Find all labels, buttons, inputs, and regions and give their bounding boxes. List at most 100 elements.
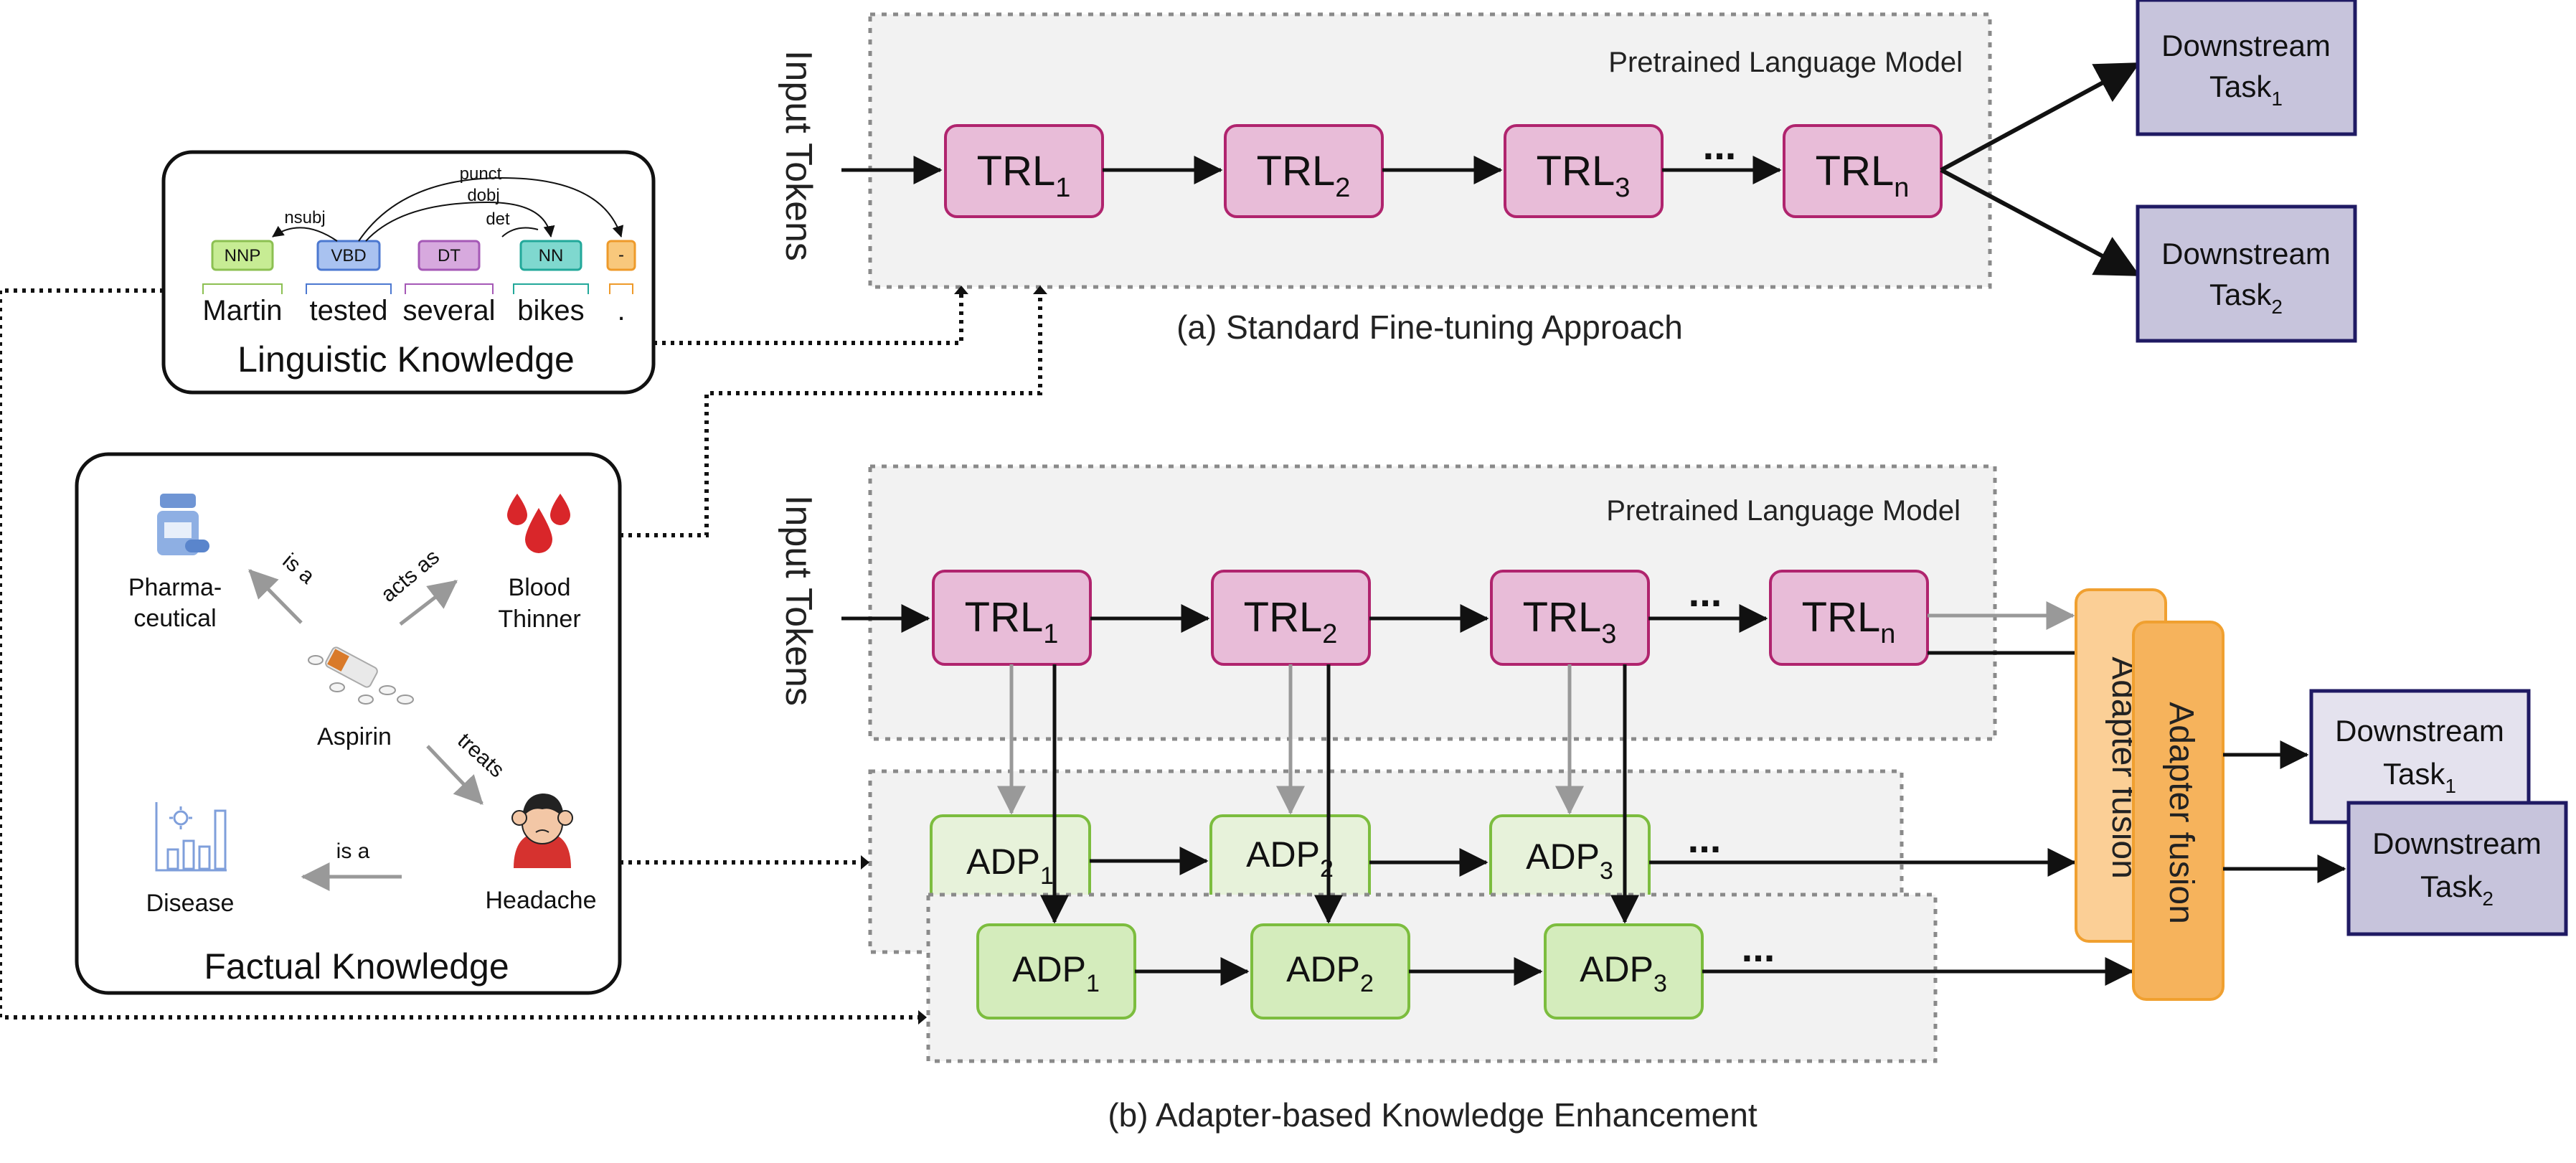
connector-arrowhead-1 [954, 286, 968, 294]
bracket-martin [202, 283, 283, 294]
svg-text:TRL2: TRL2 [1244, 594, 1338, 649]
svg-text:ADP2: ADP2 [1286, 949, 1374, 997]
arrow-acts-as [399, 580, 458, 626]
input-tokens-a-label: Input Tokens [778, 50, 819, 261]
task-a-2-line2: Task [2209, 278, 2272, 311]
task-a-1-sub: 1 [2271, 88, 2283, 110]
headache-person-icon [511, 794, 573, 868]
adp-back-2-label: ADP [1246, 834, 1320, 875]
svg-text:TRL1: TRL1 [965, 594, 1059, 649]
ellipsis-adp-front: ... [1742, 925, 1775, 970]
tag-vbd-label: VBD [331, 246, 366, 265]
adapter-fusion-front [2132, 621, 2224, 1001]
task-b-1-line2: Task [2383, 757, 2445, 791]
arc-punct-label: punct [460, 164, 502, 184]
trl-b-2-label: TRL [1244, 594, 1323, 641]
task-a-2 [2136, 204, 2357, 343]
svg-text:Task1: Task1 [2209, 70, 2283, 110]
panel-a: Pretrained Language Model Input Tokens T… [778, 0, 2357, 346]
arrow-a-task-1 [1940, 62, 2141, 172]
relation-is-a-2: is a [336, 839, 370, 863]
svg-text:Task2: Task2 [2420, 870, 2494, 910]
task-b-2-sub: 2 [2482, 887, 2494, 910]
tag-punct [606, 240, 636, 271]
word-bikes: bikes [517, 295, 584, 326]
linguistic-box [161, 150, 656, 395]
trl-b-1-label: TRL [965, 594, 1044, 641]
trl-b-n-label: TRL [1802, 594, 1881, 641]
connector-linguistic-plm [654, 294, 963, 345]
arc-det-label: det [486, 209, 510, 229]
entity-headache: Headache [485, 887, 596, 914]
arc-dobj [365, 201, 555, 242]
tag-nnp [211, 240, 274, 271]
factual-box [75, 452, 622, 995]
entity-blood-line2: Thinner [498, 606, 580, 633]
arc-nsubj-label: nsubj [284, 208, 325, 227]
adp-front-2-label: ADP [1286, 949, 1360, 989]
arrow-is-a-pharma [248, 569, 303, 624]
aspirin-pills-icon [308, 646, 414, 705]
tag-dt-label: DT [438, 246, 461, 265]
bracket-bikes [513, 283, 589, 294]
adp-back-2-sub: 2 [1320, 855, 1334, 882]
arrow-treats [426, 745, 483, 805]
adp-back-3-label: ADP [1526, 837, 1600, 877]
caption-a: (a) Standard Fine-tuning Approach [1176, 309, 1683, 346]
blood-drops-icon [507, 494, 570, 553]
adp-front-3-sub: 3 [1653, 970, 1667, 997]
trl-a-2-sub: 2 [1335, 173, 1350, 203]
connector-arrowhead-3 [861, 855, 869, 870]
dotted-connectors [0, 288, 1042, 1020]
svg-text:TRLn: TRLn [1816, 148, 1910, 203]
trl-a-2-label: TRL [1257, 148, 1336, 194]
trl-b-n-sub: n [1880, 619, 1895, 649]
entity-pharma-line1: Pharma- [128, 574, 222, 601]
disease-chart-icon [155, 802, 227, 872]
task-b-2-line2: Task [2420, 870, 2483, 903]
trl-b-1-sub: 1 [1043, 619, 1058, 649]
adp-back-1-sub: 1 [1040, 862, 1054, 890]
connector-arrowhead-2 [1033, 286, 1047, 294]
task-a-2-line1: Downstream [2161, 237, 2331, 270]
tag-punct-label: - [618, 245, 624, 265]
pill-bottle-icon [157, 494, 209, 555]
trl-b-n [1769, 570, 1929, 666]
word-tested: tested [310, 295, 388, 326]
factual-knowledge-panel: is a acts as treats is a Pharma- ceutica… [75, 452, 622, 995]
word-martin: Martin [202, 295, 282, 326]
svg-text:TRL3: TRL3 [1523, 594, 1617, 649]
task-b-2-line1: Downstream [2372, 827, 2542, 860]
arc-det [501, 227, 539, 237]
arc-dobj-label: dobj [467, 186, 499, 205]
entity-aspirin: Aspirin [317, 723, 392, 750]
task-a-1 [2136, 0, 2357, 136]
task-b-1 [2309, 689, 2531, 824]
task-a-1-line1: Downstream [2161, 29, 2331, 62]
trl-a-1-sub: 1 [1055, 173, 1070, 203]
task-a-2-sub: 2 [2271, 296, 2283, 318]
plm-b-label: Pretrained Language Model [1606, 495, 1961, 527]
ellipsis-b: ... [1689, 570, 1722, 615]
task-a-1-line2: Task [2209, 70, 2272, 103]
svg-text:ADP3: ADP3 [1580, 949, 1667, 997]
trl-a-3-label: TRL [1537, 148, 1615, 194]
svg-text:Task2: Task2 [2209, 278, 2283, 318]
panel-b: Pretrained Language Model Input Tokens A… [778, 464, 2568, 1134]
bracket-tested [306, 283, 392, 294]
task-b-2 [2346, 801, 2568, 936]
trl-a-3-sub: 3 [1615, 173, 1630, 203]
ellipsis-a: ... [1703, 123, 1737, 168]
task-b-1-line1: Downstream [2335, 714, 2504, 748]
svg-text:ADP1: ADP1 [966, 842, 1054, 890]
tag-nnp-label: NNP [225, 246, 261, 265]
linguistic-title: Linguistic Knowledge [237, 339, 575, 380]
arc-punct [358, 176, 624, 242]
input-tokens-b-label: Input Tokens [778, 495, 819, 706]
svg-text:TRLn: TRLn [1802, 594, 1896, 649]
tag-dt [417, 240, 481, 271]
caption-b: (b) Adapter-based Knowledge Enhancement [1108, 1096, 1757, 1134]
adp-front-2-sub: 2 [1360, 970, 1374, 997]
ellipsis-adp-back: ... [1688, 816, 1722, 861]
